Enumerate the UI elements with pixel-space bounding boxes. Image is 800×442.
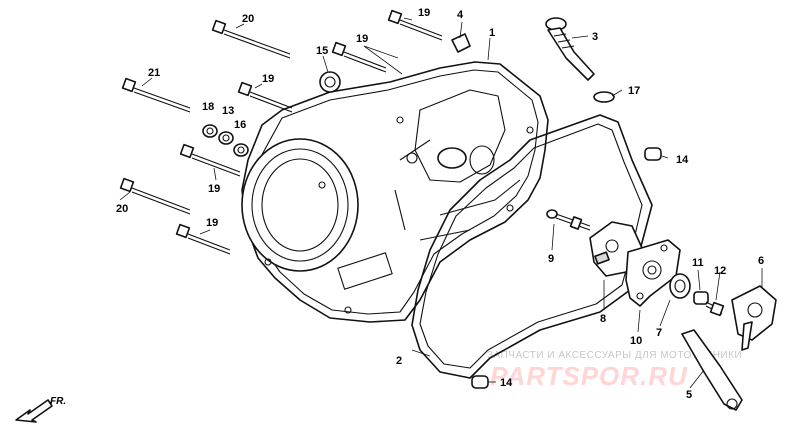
callout-19-top: 19 — [418, 7, 430, 19]
bolt-21[interactable] — [121, 77, 191, 113]
watermark-brand: PARTSPOR.RU — [490, 361, 688, 391]
collar[interactable] — [693, 291, 709, 305]
callout-6: 6 — [758, 255, 764, 267]
washer-18[interactable] — [202, 124, 218, 138]
callout-18: 18 — [202, 101, 214, 113]
front-arrow: FR. — [15, 396, 66, 423]
bolt-19-mid[interactable] — [331, 41, 387, 73]
callout-20-lower: 20 — [116, 203, 128, 215]
o-ring-13[interactable] — [218, 131, 234, 145]
callout-9: 9 — [548, 253, 554, 265]
o-ring[interactable] — [593, 91, 615, 103]
leader-lines — [119, 17, 763, 389]
callout-20-top: 20 — [242, 13, 254, 25]
callouts: 1 2 3 4 5 6 7 8 9 10 11 12 13 14 14 15 1… — [116, 7, 764, 401]
callout-12: 12 — [714, 265, 726, 277]
seal-ring[interactable] — [669, 273, 691, 299]
callout-2: 2 — [396, 355, 402, 367]
watermark: ЗАПЧАСТИ И АКСЕССУАРЫ ДЛЯ МОТОТЕХНИКИ PA… — [487, 350, 742, 391]
callout-19-mid: 19 — [356, 33, 368, 45]
callout-11: 11 — [692, 257, 704, 269]
bolt-19-upper-left[interactable] — [237, 81, 293, 113]
bolt-20-lower[interactable] — [119, 177, 191, 215]
crankcase-cover[interactable] — [241, 61, 549, 323]
callout-14-lower: 14 — [500, 377, 513, 389]
cover-gasket[interactable] — [411, 114, 653, 379]
callout-19-upper-left: 19 — [262, 73, 274, 85]
stud[interactable] — [546, 209, 591, 231]
callout-5: 5 — [686, 389, 692, 401]
callout-7: 7 — [656, 327, 662, 339]
dowel-pin-upper[interactable] — [644, 147, 662, 161]
callout-17: 17 — [628, 85, 640, 97]
bolt-19-top[interactable] — [387, 9, 443, 41]
callout-19-lower: 19 — [206, 217, 218, 229]
dowel-pin-lower[interactable] — [471, 375, 489, 389]
watermark-text: ЗАПЧАСТИ И АКСЕССУАРЫ ДЛЯ МОТОТЕХНИКИ — [487, 350, 742, 361]
o-ring-16[interactable] — [233, 143, 249, 157]
bolt-19-lower[interactable] — [175, 223, 231, 255]
bolts — [119, 9, 443, 255]
callout-8: 8 — [600, 313, 606, 325]
oil-filler-cap[interactable] — [545, 17, 595, 81]
cam-arm[interactable] — [731, 285, 777, 351]
callout-1: 1 — [489, 27, 495, 39]
callout-21: 21 — [148, 67, 160, 79]
front-arrow-label: FR. — [50, 396, 66, 407]
clip[interactable] — [451, 33, 471, 53]
bolt-19-left[interactable] — [179, 143, 241, 177]
callout-19-left: 19 — [208, 183, 220, 195]
bolt-20-top[interactable] — [211, 19, 291, 59]
callout-13: 13 — [222, 105, 234, 117]
callout-4: 4 — [457, 9, 464, 21]
callout-14-upper: 14 — [676, 154, 689, 166]
callout-15: 15 — [316, 45, 328, 57]
lever-plate[interactable] — [625, 239, 681, 307]
callout-10: 10 — [630, 335, 642, 347]
shift-lever[interactable] — [681, 329, 743, 411]
screw[interactable] — [705, 301, 725, 317]
callout-16: 16 — [234, 119, 246, 131]
oil-seal[interactable] — [319, 71, 341, 93]
callout-3: 3 — [592, 31, 598, 43]
